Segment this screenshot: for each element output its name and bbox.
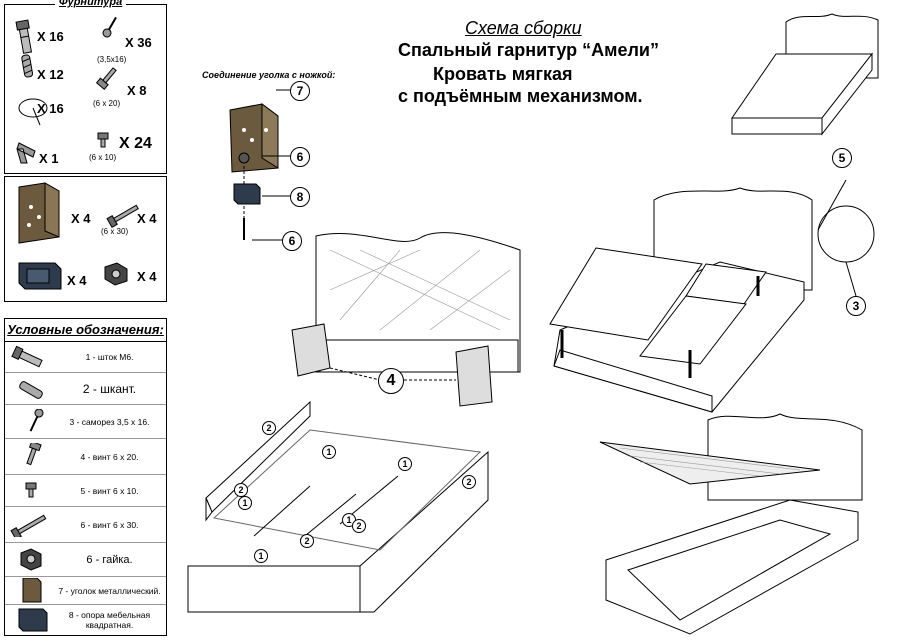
legend-text: 2 - шкант. [82, 381, 137, 396]
nut-qty: X 4 [137, 269, 157, 284]
rod-qty: X 16 [37, 29, 64, 44]
callout-2: 2 [352, 519, 366, 533]
callout-4: 4 [378, 368, 404, 394]
legend-text: 6 - винт 6 х 30. [80, 519, 139, 530]
washer-qty: X 16 [37, 101, 64, 116]
hardware-panel-2: X 4 X 4 (6 x 30) X 4 X 4 [4, 176, 167, 302]
legend-row: 1 - шток М6. [5, 341, 166, 373]
support-foot-icon [18, 262, 62, 290]
bolt-qty: X 8 [127, 83, 147, 98]
long-bolt-icon [106, 204, 139, 229]
corner-bracket-icon [18, 182, 60, 244]
callout-5: 5 [832, 148, 852, 168]
legend-row: 6 - винт 6 х 30. [5, 507, 166, 543]
lift-drawing [599, 413, 863, 635]
support-foot-icon [18, 608, 48, 632]
bracket-qty: X 4 [71, 211, 91, 226]
callout-1: 1 [238, 496, 252, 510]
long-bolt-size: (6 x 30) [101, 227, 129, 236]
hex-key-icon [16, 142, 36, 164]
short-bolt-qty: X 24 [119, 135, 152, 152]
hardware-2-icons [18, 182, 139, 290]
corner-bracket-drawing [229, 103, 279, 173]
callout-3: 3 [846, 296, 866, 316]
bed-preview-drawing [731, 13, 879, 136]
legend-row: 3 - саморез 3,5 х 16. [5, 405, 166, 439]
long-bolt-qty: X 4 [137, 211, 157, 226]
dowel-icon [19, 381, 43, 399]
dowel-qty: X 12 [37, 67, 64, 82]
callout-2: 2 [234, 483, 248, 497]
dowel-icon [21, 54, 34, 78]
screw-size: (3,5x16) [97, 55, 127, 64]
screw-icon [29, 409, 44, 432]
legend-panel: Условные обозначения: 1 - шток М6. 2 - ш… [4, 318, 167, 636]
corner-caption: Соединение уголка с ножкой: [202, 70, 336, 80]
bolt-icon [95, 67, 117, 90]
tufting [329, 249, 511, 331]
legend-text: 8 - опора мебельная квадратная. [68, 610, 151, 630]
foot-drawing [233, 183, 261, 205]
hardware-title: Фурнитура [55, 0, 127, 8]
screw-qty: X 36 [125, 35, 152, 50]
legend-text: 1 - шток М6. [85, 351, 134, 362]
short-bolt-icon [25, 482, 37, 498]
hex-key-qty: X 1 [39, 151, 59, 166]
legend-text: 4 - винт 6 х 20. [80, 451, 139, 462]
short-bolt-size: (6 x 10) [89, 153, 117, 162]
legend-row: 6 - гайка. [5, 543, 166, 577]
callout-2: 2 [300, 534, 314, 548]
legend-text: 5 - винт 6 х 10. [80, 485, 139, 496]
callout-6-bolt: 6 [282, 231, 302, 251]
scheme-title: Схема сборки [465, 18, 582, 38]
legend-row: 4 - винт 6 х 20. [5, 439, 166, 475]
callout-1: 1 [322, 445, 336, 459]
legend-row: 7 - уголок металлический. [5, 577, 166, 605]
bolt-icon [26, 443, 42, 466]
frame-drawing [187, 400, 489, 613]
nut-icon [104, 262, 128, 286]
hardware-panel: Фурнитура [4, 0, 167, 174]
long-bolt-icon [10, 514, 47, 537]
callout-8: 8 [290, 187, 310, 207]
title-line-2: Кровать мягкая [433, 64, 573, 84]
bolt-size: (6 x 20) [93, 99, 121, 108]
legend-row: 2 - шкант. [5, 373, 166, 405]
rod-icon [11, 345, 43, 368]
callout-7: 7 [290, 81, 310, 101]
legend-title: Условные обозначения: [5, 319, 166, 342]
legend-text: 7 - уголок металлический. [58, 585, 161, 596]
callout-1: 1 [254, 549, 268, 563]
nut-icon [20, 548, 42, 571]
title-line-1: Спальный гарнитур “Амели” [398, 40, 659, 60]
callout-6: 6 [290, 147, 310, 167]
callout-2: 2 [262, 421, 276, 435]
callout-2: 2 [462, 475, 476, 489]
legend-text: 3 - саморез 3,5 х 16. [69, 416, 150, 427]
screw-icon [102, 16, 117, 38]
bed-base-drawing [549, 187, 813, 413]
short-bolt-icon [97, 132, 109, 148]
title-line-3: с подъёмным механизмом. [398, 86, 643, 106]
legend-row: 5 - винт 6 х 10. [5, 475, 166, 507]
foot-qty: X 4 [67, 273, 87, 288]
corner-bracket-icon [22, 578, 42, 603]
rod-icon [15, 19, 33, 54]
legend-text: 6 - гайка. [86, 553, 133, 566]
callout-1: 1 [398, 457, 412, 471]
legend-row: 8 - опора мебельная квадратная. [5, 605, 166, 635]
hardware-icons [15, 16, 117, 164]
